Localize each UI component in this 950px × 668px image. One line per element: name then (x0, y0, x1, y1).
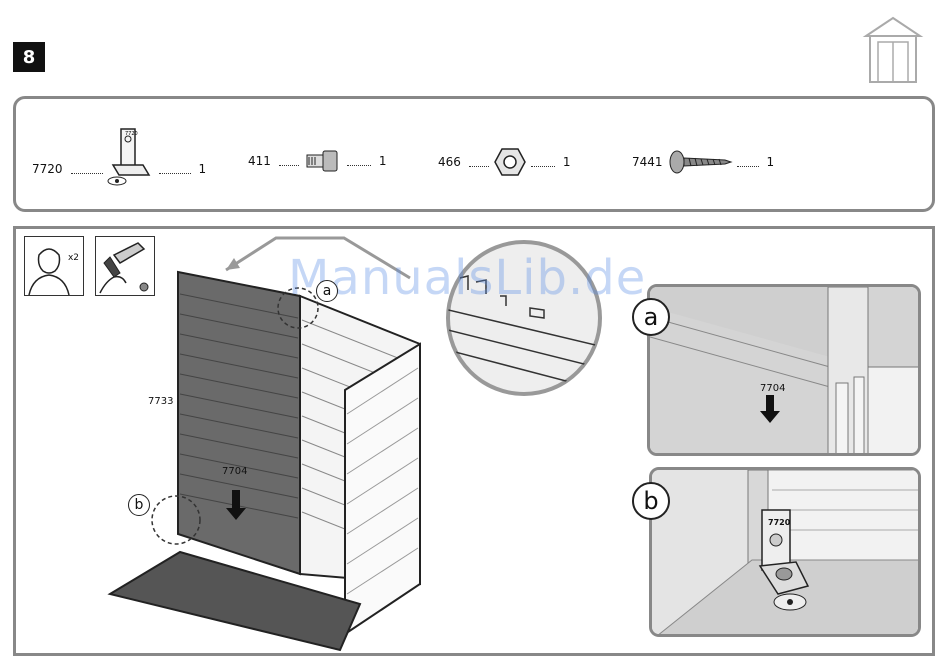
shed-thumbnail-icon (862, 14, 924, 84)
hex-nut-icon (493, 147, 527, 177)
detail-a-part-label: 7704 (760, 383, 785, 394)
part-code: 7441 (632, 155, 663, 169)
parts-list-panel: 7720 7720 1 411 1 466 (13, 96, 935, 212)
detail-b-part-label: 7720 (768, 518, 790, 527)
watermark: ManualsLib.de (288, 250, 646, 306)
screw-icon (667, 147, 733, 177)
svg-text:7720: 7720 (125, 131, 138, 137)
part-code: 411 (248, 154, 271, 168)
callout-a-marker: a (316, 280, 338, 302)
detail-a-panel: 7704 (647, 284, 921, 456)
panel-7704-label: 7704 (222, 466, 247, 477)
detail-b-panel: 7720 (649, 467, 921, 637)
part-code: 7720 (32, 162, 63, 176)
callout-b-marker: b (128, 494, 150, 516)
detail-b-letter: b (632, 482, 670, 520)
bracket-icon: 7720 (107, 125, 155, 191)
persons-count: x2 (68, 253, 79, 263)
part-qty: 1 (563, 155, 571, 169)
square-nut-icon (303, 147, 343, 175)
part-item-466: 466 1 (438, 147, 571, 177)
two-person-icon: x2 (24, 236, 84, 296)
panel-7733-label: 7733 (148, 396, 173, 407)
part-code: 466 (438, 155, 461, 169)
part-qty: 1 (379, 154, 387, 168)
part-qty: 1 (767, 155, 775, 169)
part-qty: 1 (199, 162, 207, 176)
part-item-7720: 7720 7720 1 (32, 147, 206, 191)
part-item-7441: 7441 1 (632, 147, 774, 177)
part-item-411: 411 1 (248, 147, 387, 175)
step-number: 8 (13, 42, 45, 72)
detail-a-letter: a (632, 298, 670, 336)
